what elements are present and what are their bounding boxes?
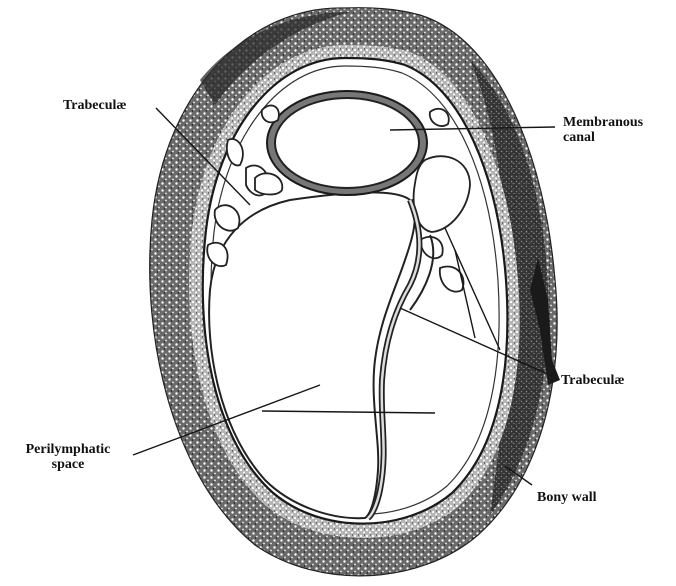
label-perilymphatic-space: Perilymphatic space [6, 442, 130, 472]
label-trabeculae-top: Trabeculæ [63, 98, 127, 113]
label-membranous-canal-line1: Membranous [563, 115, 643, 130]
label-trabeculae-right: Trabeculæ [561, 373, 625, 388]
label-perilymphatic-line2: space [6, 457, 130, 472]
label-membranous-canal-line2: canal [563, 130, 643, 145]
membranous-canal [267, 91, 427, 195]
label-bony-wall: Bony wall [537, 490, 597, 505]
label-membranous-canal: Membranous canal [563, 115, 643, 145]
label-perilymphatic-line1: Perilymphatic [6, 442, 130, 457]
